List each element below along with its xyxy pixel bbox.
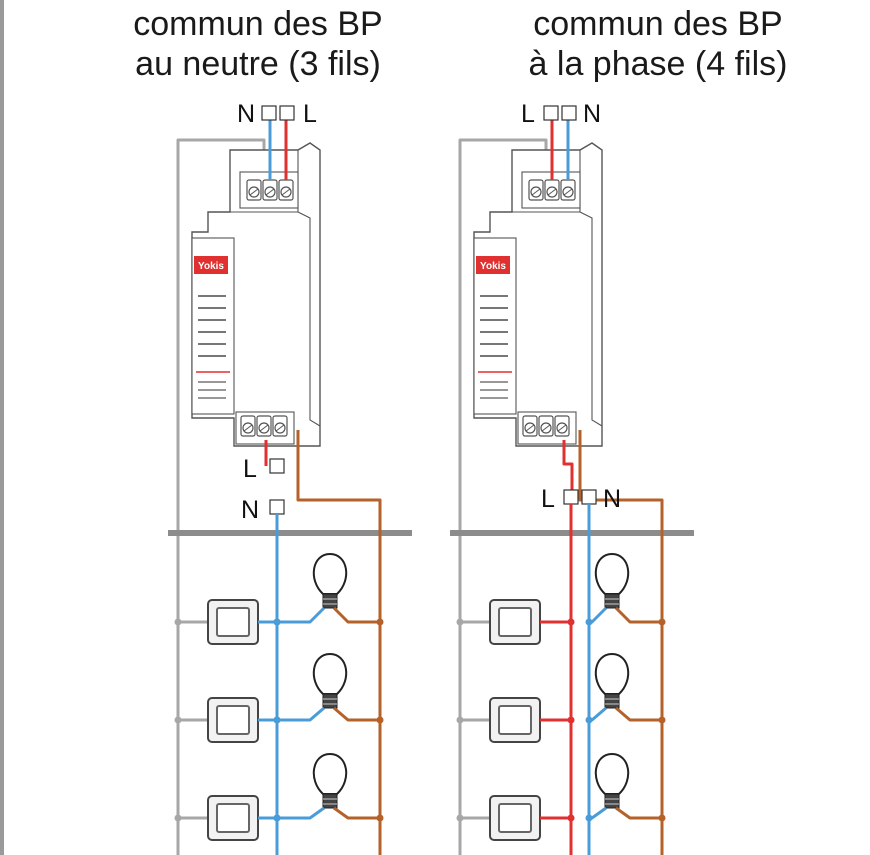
light-bulb — [594, 652, 630, 695]
common-junction-dot — [567, 814, 575, 822]
gray-junction-dot — [456, 814, 464, 822]
brown-lamp-output-wire — [578, 430, 664, 855]
light-bulb-base — [604, 793, 620, 809]
top-terminal-label-left: L — [521, 100, 535, 128]
push-button-rocker — [216, 607, 250, 637]
top-screw-3-slot — [281, 188, 291, 196]
light-bulb-base — [604, 693, 620, 709]
top-terminal-box-1 — [543, 105, 559, 121]
lamp-neutral-wire — [277, 706, 325, 722]
lamp-neutral-junction-dot — [273, 716, 281, 724]
gray-junction-dot — [174, 814, 182, 822]
gray-junction-dot — [456, 618, 464, 626]
push-button-rocker — [498, 705, 532, 735]
diagram-right-title: commun des BP à la phase (4 fils) — [468, 4, 848, 84]
mid-terminal-box-left — [563, 489, 579, 505]
lamp-neutral-junction-dot — [273, 814, 281, 822]
bottom-screw-3-slot — [557, 424, 567, 432]
red-phase-feed-wire — [562, 440, 574, 490]
gray-junction-dot — [456, 716, 464, 724]
lamp-neutral-wire — [277, 606, 326, 624]
lamp-neutral-wire — [277, 806, 325, 820]
lamp-neutral-junction-dot — [273, 618, 281, 626]
bottom-screw-3-slot — [275, 424, 285, 432]
top-terminal-label-left: N — [237, 100, 255, 128]
diagram-right-title-line1: commun des BP — [533, 5, 783, 43]
lamp-output-wire — [333, 806, 380, 820]
light-bulb — [594, 552, 630, 595]
gray-junction-dot — [174, 618, 182, 626]
mid-terminal-box-lower — [269, 499, 285, 515]
lamp-output-junction-dot — [376, 814, 384, 822]
mid-terminal-label-right: N — [603, 485, 621, 513]
lamp-output-junction-dot — [376, 618, 384, 626]
mid-terminal-label-lower: N — [241, 496, 259, 524]
brown-lamp-output-wire — [296, 430, 382, 855]
diagram-left-title: commun des BP au neutre (3 fils) — [88, 4, 428, 84]
lamp-neutral-junction-dot — [585, 716, 593, 724]
light-bulb-base — [322, 693, 338, 709]
push-button-rocker — [498, 607, 532, 637]
diagram-right-title-line2: à la phase (4 fils) — [528, 45, 788, 83]
bottom-screw-2-slot — [259, 424, 269, 432]
top-terminal-label-right: L — [303, 100, 317, 128]
top-screw-2-slot — [547, 188, 557, 196]
brand-logo-text: Yokis — [480, 261, 506, 272]
mid-terminal-box-right — [581, 489, 597, 505]
lamp-output-wire — [614, 606, 662, 624]
lamp-output-junction-dot — [658, 618, 666, 626]
lamp-output-wire — [332, 606, 380, 624]
top-screw-2-slot — [265, 188, 275, 196]
brand-label — [194, 256, 228, 274]
gray-junction-dot — [174, 716, 182, 724]
light-bulb — [312, 652, 348, 695]
lamp-neutral-junction-dot — [585, 814, 593, 822]
top-terminal-box-1 — [261, 105, 277, 121]
mid-terminal-label-upper: L — [243, 455, 257, 483]
push-button-rocker — [498, 803, 532, 833]
lamp-output-junction-dot — [376, 716, 384, 724]
top-terminal-box-2 — [561, 105, 577, 121]
top-screw-1-slot — [249, 188, 259, 196]
light-bulb-base — [604, 593, 620, 609]
top-screw-3-slot — [563, 188, 573, 196]
light-bulb — [312, 552, 348, 595]
light-bulb — [594, 752, 630, 795]
light-bulb-base — [322, 793, 338, 809]
push-button-rocker — [216, 803, 250, 833]
common-junction-dot — [567, 618, 575, 626]
push-button-rocker — [216, 705, 250, 735]
lamp-output-wire — [615, 706, 662, 722]
lamp-neutral-junction-dot — [585, 618, 593, 626]
brand-label — [476, 256, 510, 274]
bottom-screw-2-slot — [541, 424, 551, 432]
light-bulb — [312, 752, 348, 795]
mid-terminal-label-left: L — [541, 485, 555, 513]
lamp-output-junction-dot — [658, 814, 666, 822]
bottom-screw-1-slot — [243, 424, 253, 432]
light-bulb-base — [322, 593, 338, 609]
common-junction-dot — [567, 716, 575, 724]
lamp-output-junction-dot — [658, 716, 666, 724]
brand-logo-text: Yokis — [198, 261, 224, 272]
lamp-output-wire — [333, 706, 380, 722]
mid-terminal-box-upper — [269, 458, 285, 474]
top-terminal-label-right: N — [583, 100, 601, 128]
left-edge-border — [0, 0, 4, 855]
top-screw-1-slot — [531, 188, 541, 196]
diagram-left-title-line2: au neutre (3 fils) — [135, 45, 381, 83]
lamp-output-wire — [615, 806, 662, 820]
bottom-screw-1-slot — [525, 424, 535, 432]
diagram-left-title-line1: commun des BP — [133, 5, 383, 43]
top-terminal-box-2 — [279, 105, 295, 121]
